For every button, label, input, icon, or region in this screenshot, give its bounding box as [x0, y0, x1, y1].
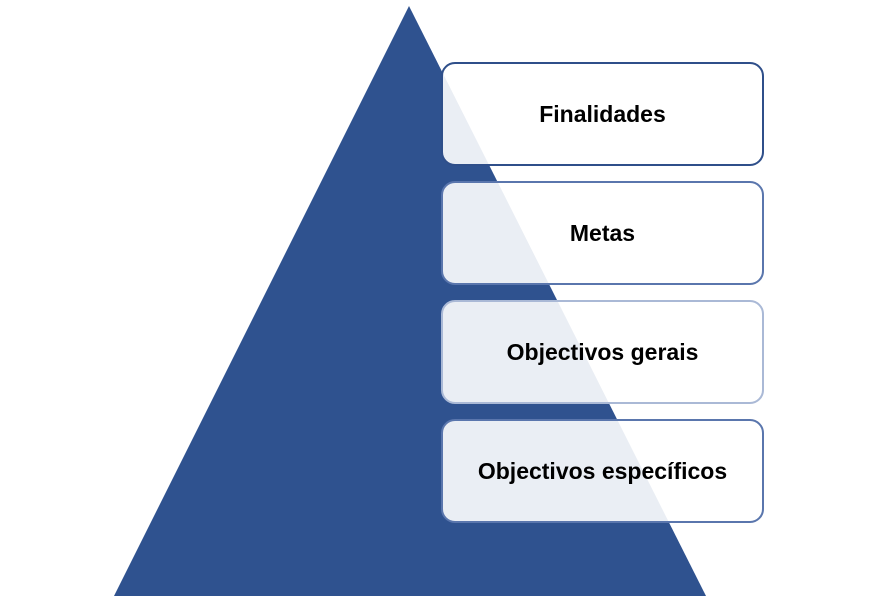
level-box-finalidades: Finalidades: [441, 62, 764, 166]
level-box-metas: Metas: [441, 181, 764, 285]
level-label: Metas: [569, 219, 636, 246]
level-label: Objectivos específicos: [477, 457, 728, 484]
level-label: Objectivos gerais: [506, 338, 699, 365]
level-box-objectivos-gerais: Objectivos gerais: [441, 300, 764, 404]
level-label: Finalidades: [539, 100, 666, 127]
level-box-objectivos-especificos: Objectivos específicos: [441, 419, 764, 523]
